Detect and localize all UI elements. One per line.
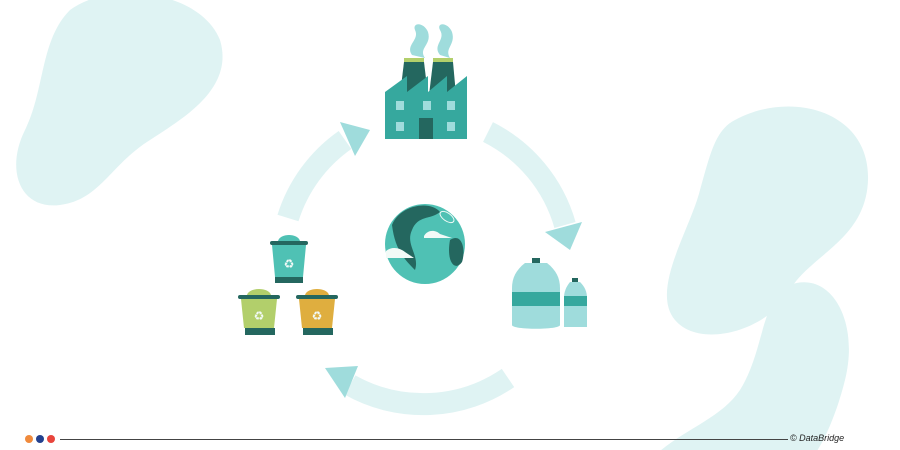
copyright-credit: © DataBridge <box>790 433 845 443</box>
arrow-head-factory <box>340 122 370 156</box>
background-blob-left <box>16 0 223 206</box>
arrow-head-bottles <box>545 222 582 250</box>
arrow-factory-to-bottles <box>482 122 576 229</box>
background-blob-bottom-right <box>661 282 849 450</box>
arrow-bottles-to-bins <box>344 368 515 416</box>
water-bottle-icon <box>564 278 587 327</box>
recycling-bin-green-icon: ♻ <box>238 289 280 335</box>
recycling-bin-yellow-icon: ♻ <box>296 289 338 335</box>
recycling-bin-teal-icon: ♻ <box>270 235 308 283</box>
footer-dot-orange <box>25 435 33 443</box>
arrow-bins-to-factory <box>277 130 352 222</box>
svg-text:♻: ♻ <box>284 257 295 271</box>
background-blob-right <box>666 106 869 335</box>
earth-icon <box>385 204 465 284</box>
water-jug-icon <box>512 258 560 329</box>
factory-icon <box>385 24 467 139</box>
svg-text:♻: ♻ <box>312 309 323 323</box>
footer-dot-red <box>47 435 55 443</box>
cycle-arrows <box>277 122 582 416</box>
footer-divider <box>60 439 788 440</box>
footer-dot-blue <box>36 435 44 443</box>
svg-text:♻: ♻ <box>254 309 265 323</box>
arrow-head-bins <box>325 366 358 398</box>
